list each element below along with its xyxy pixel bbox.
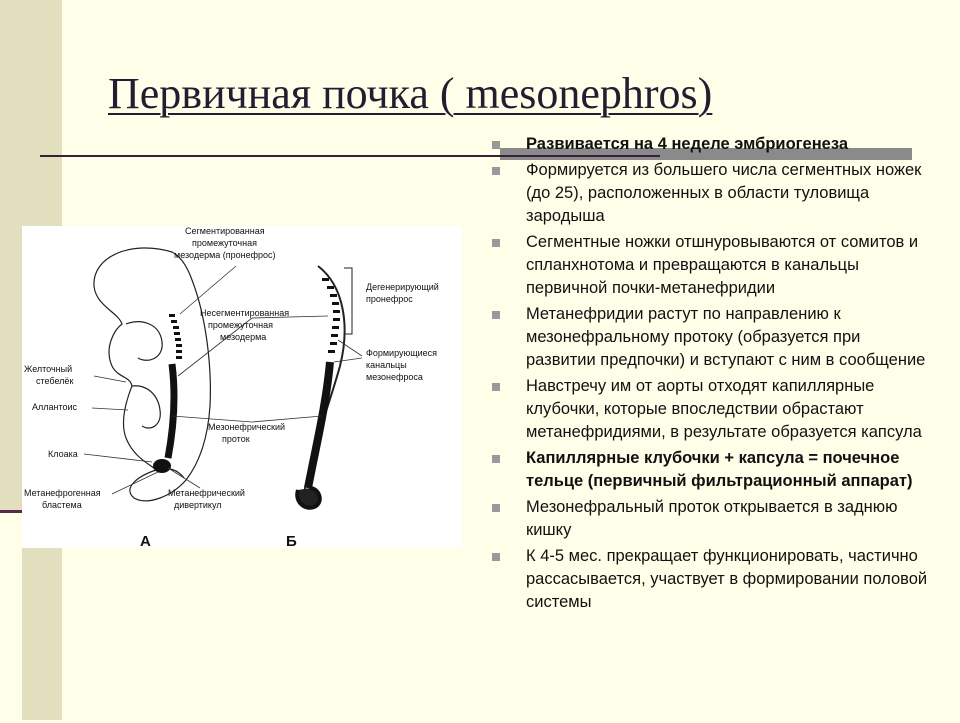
bullet-item: К 4-5 мес. прекращает функционировать, ч… (492, 545, 932, 614)
title-rule (40, 155, 660, 157)
bracket (344, 267, 353, 335)
label-degenerating-2: пронефрос (366, 294, 413, 304)
bullet-text: Формируется из большего числа сегментных… (526, 161, 922, 225)
mesonephros-a (164, 363, 178, 459)
embryo-a-drawing (93, 247, 211, 502)
label-diverticulum-1: Метанефрический (168, 488, 245, 498)
label-blastema-2: бластема (42, 500, 82, 510)
label-nonseg-2: промежуточная (208, 320, 273, 330)
label-forming-2: канальцы (366, 360, 407, 370)
bullet-text: Мезонефральный проток открывается в задн… (526, 498, 898, 539)
square-bullet-icon (492, 311, 500, 319)
leader-lines (83, 265, 363, 495)
label-duct-2: проток (222, 434, 250, 444)
title-rule-gray (500, 148, 912, 160)
bullet-list: Развивается на 4 неделе эмбриогенеза Фор… (492, 133, 932, 617)
square-bullet-icon (492, 383, 500, 391)
bullet-text: Метанефридии растут по направлению к мез… (526, 305, 926, 369)
label-diverticulum-2: дивертикул (174, 500, 222, 510)
embryo-b-drawing (295, 265, 346, 510)
bullet-item: Метанефридии растут по направлению к мез… (492, 303, 932, 372)
bullet-item: Мезонефральный проток открывается в задн… (492, 496, 932, 542)
bullet-text: Развивается на 4 неделе эмбриогенеза (526, 135, 848, 153)
left-corner-accent (0, 510, 22, 723)
square-bullet-icon (492, 167, 500, 175)
label-allantois: Аллантоис (32, 402, 78, 412)
square-bullet-icon (492, 553, 500, 561)
label-degenerating-1: Дегенерирующий (366, 282, 439, 292)
label-forming-3: мезонефроса (366, 372, 423, 382)
bullet-item: Развивается на 4 неделе эмбриогенеза (492, 133, 932, 156)
embryo-diagram: Сегментированная промежуточная мезодерма… (24, 226, 439, 548)
panel-label-a: А (140, 533, 151, 548)
square-bullet-icon (492, 239, 500, 247)
label-segmented-2: промежуточная (192, 238, 257, 248)
bullet-item: Навстречу им от аорты отходят капиллярны… (492, 375, 932, 444)
label-blastema-1: Метанефрогенная (24, 488, 101, 498)
label-yolk-1: Желточный (24, 364, 72, 374)
label-segmented-3: мезодерма (пронефрос) (174, 250, 276, 260)
label-segmented-1: Сегментированная (185, 226, 265, 236)
bullet-text: К 4-5 мес. прекращает функционировать, ч… (526, 547, 928, 611)
label-nonseg-1: Несегментированная (200, 308, 289, 318)
bullet-item: Сегментные ножки отшнуровываются от соми… (492, 231, 932, 300)
label-yolk-2: стебелёк (36, 376, 73, 386)
segments-b (322, 278, 340, 353)
label-forming-1: Формирующиеся (366, 348, 437, 358)
segments-a (169, 314, 182, 359)
bullet-text: Навстречу им от аорты отходят капиллярны… (526, 377, 922, 441)
square-bullet-icon (492, 455, 500, 463)
cloaca-a (153, 459, 171, 473)
label-nonseg-3: мезодерма (220, 332, 266, 342)
bullet-item: Капиллярные клубочки + капсула = почечно… (492, 447, 932, 493)
bullet-text: Сегментные ножки отшнуровываются от соми… (526, 233, 919, 297)
label-cloaca: Клоака (48, 449, 78, 459)
square-bullet-icon (492, 141, 500, 149)
bullet-text: Капиллярные клубочки + капсула = почечно… (526, 449, 913, 490)
label-duct-1: Мезонефрический (208, 422, 285, 432)
mesonephros-figure: Сегментированная промежуточная мезодерма… (22, 226, 462, 548)
panel-label-b: Б (286, 533, 297, 548)
slide-title: Первичная почка ( mesonephros) (108, 69, 713, 118)
bullet-item: Формируется из большего числа сегментных… (492, 159, 932, 228)
square-bullet-icon (492, 504, 500, 512)
